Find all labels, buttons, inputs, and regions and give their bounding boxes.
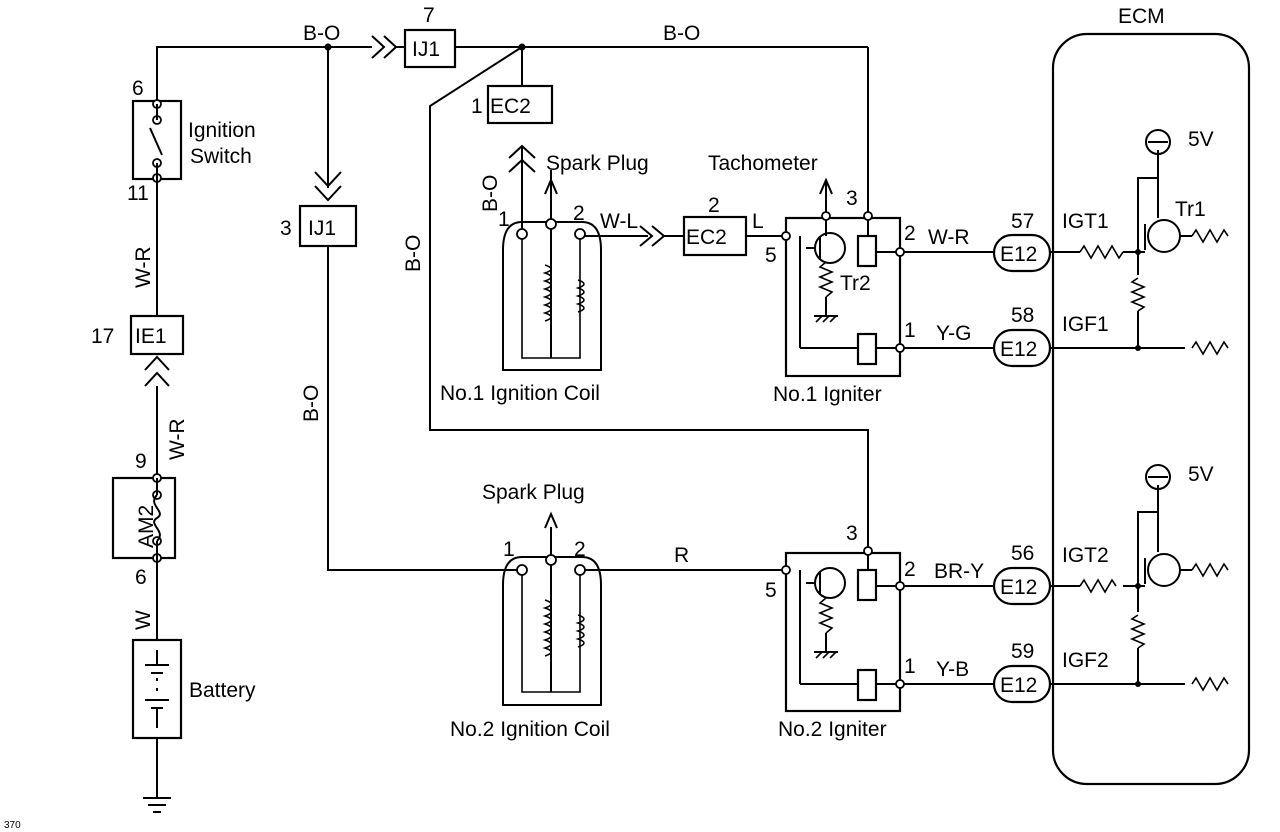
switch-label-1: Ignition xyxy=(188,119,256,142)
igniter2-label: No.2 Igniter xyxy=(778,718,887,741)
coil2-pin2: 2 xyxy=(574,538,586,561)
wire-b-o-right: B-O xyxy=(663,22,700,45)
wire-r: R xyxy=(674,544,689,567)
primary-winding-icon xyxy=(542,264,552,322)
e12-56-name: E12 xyxy=(1000,576,1037,599)
ecm-igt1: IGT1 xyxy=(1062,210,1109,233)
wire-w-l: W-L xyxy=(600,210,638,233)
ignition-coil-2 xyxy=(502,511,786,706)
switch-pin-bottom: 11 xyxy=(127,182,149,205)
fuse-name: AM2 xyxy=(135,505,158,548)
igniter2-pin1: 1 xyxy=(904,655,916,678)
wire-b-o-coil: B-O xyxy=(479,175,502,212)
e12-58-name: E12 xyxy=(1000,338,1037,361)
e12-59-pin: 59 xyxy=(1011,640,1034,663)
igniter1-label: No.1 Igniter xyxy=(773,383,882,406)
power-column xyxy=(111,35,405,813)
coil2-pin1: 1 xyxy=(503,538,515,561)
ground-icon xyxy=(143,797,171,813)
wire-b-o-left: B-O xyxy=(300,385,323,422)
ij1-mid-name: IJ1 xyxy=(308,217,336,240)
e12-58-pin: 58 xyxy=(1011,304,1034,327)
igniter2-pin5: 5 xyxy=(765,579,777,602)
wire-w-r-ign: W-R xyxy=(928,226,970,249)
e12-57-pin: 57 xyxy=(1011,210,1034,233)
supply-5v-icon xyxy=(1145,129,1171,155)
ec2-mid-name: EC2 xyxy=(686,226,727,249)
primary-winding-2-icon xyxy=(542,599,552,657)
igniter1-pin5: 5 xyxy=(765,244,777,267)
ie1-name: IE1 xyxy=(135,325,167,348)
wire-w-r-upper: W-R xyxy=(132,246,155,288)
e12-56-pin: 56 xyxy=(1011,542,1034,565)
ij1-mid-pin: 3 xyxy=(280,217,292,240)
coil1-label: No.1 Ignition Coil xyxy=(440,382,600,405)
battery-label: Battery xyxy=(189,679,256,702)
coil2-label: No.2 Ignition Coil xyxy=(450,718,610,741)
am2-fuse-box xyxy=(111,476,177,560)
igniter1-tr2: Tr2 xyxy=(840,272,871,295)
wire-b-o-top: B-O xyxy=(303,22,340,45)
wire-br-y: BR-Y xyxy=(934,560,984,583)
secondary-winding-icon xyxy=(575,279,585,313)
ec2-mid-pin: 2 xyxy=(708,194,720,217)
e12-connectors xyxy=(992,233,1052,704)
wire-l: L xyxy=(752,210,764,233)
e12-57-name: E12 xyxy=(1000,243,1037,266)
fuse-pin-top: 9 xyxy=(135,450,147,473)
footer-code: 370 xyxy=(4,820,21,831)
wire-y-g: Y-G xyxy=(936,322,971,345)
ecm-tr1: Tr1 xyxy=(1175,198,1206,221)
igniter2-pin2: 2 xyxy=(904,558,916,581)
ecm-igf2: IGF2 xyxy=(1062,649,1109,672)
igniter1-tacho-label: Tachometer xyxy=(708,152,818,175)
ecm-title: ECM xyxy=(1118,5,1165,28)
ec2-top-connector xyxy=(486,84,554,125)
igniter1-pin2: 2 xyxy=(904,222,916,245)
igniter1-pin1: 1 xyxy=(904,319,916,342)
wire-w-batt: W xyxy=(132,610,155,630)
igniter-2 xyxy=(781,546,994,713)
ie1-pin: 17 xyxy=(91,325,114,348)
coil1-pin2: 2 xyxy=(573,202,585,225)
switch-pin-top: 6 xyxy=(132,77,144,100)
switch-contact-icon xyxy=(149,127,163,156)
coil1-pin1: 1 xyxy=(498,208,510,231)
ecm-5v-bottom: 5V xyxy=(1188,463,1214,486)
igniter-1 xyxy=(781,177,994,378)
igniter2-pin3: 3 xyxy=(846,522,858,545)
fuse-element-icon xyxy=(153,494,161,542)
ec2-mid-connector xyxy=(682,215,748,257)
ignition-coil-1 xyxy=(502,170,786,371)
ij1-top-pin: 7 xyxy=(423,4,435,27)
resistor-icon xyxy=(817,261,835,298)
ij1-top-name: IJ1 xyxy=(412,38,440,61)
igniter1-pin3: 3 xyxy=(846,187,858,210)
b-o-distribution xyxy=(298,28,869,571)
secondary-winding-2-icon xyxy=(575,614,585,648)
wire-w-r-lower: W-R xyxy=(166,418,189,460)
coil1-spark-label: Spark Plug xyxy=(546,152,649,175)
fuse-pin-bottom: 6 xyxy=(135,566,147,589)
wire-y-b: Y-B xyxy=(936,658,969,681)
ec2-top-name: EC2 xyxy=(490,95,531,118)
ecm-unit xyxy=(1050,32,1251,786)
ecm-5v-top: 5V xyxy=(1188,128,1214,151)
wire-b-o-diag: B-O xyxy=(402,235,425,272)
coil2-spark-label: Spark Plug xyxy=(482,481,585,504)
switch-label-2: Switch xyxy=(190,145,252,168)
ec2-top-pin: 1 xyxy=(471,95,483,118)
e12-59-name: E12 xyxy=(1000,674,1037,697)
ie1-connector xyxy=(129,314,185,356)
ij1-top-connector xyxy=(403,28,457,69)
ecm-igf1: IGF1 xyxy=(1062,313,1109,336)
ecm-igt2: IGT2 xyxy=(1062,544,1109,567)
